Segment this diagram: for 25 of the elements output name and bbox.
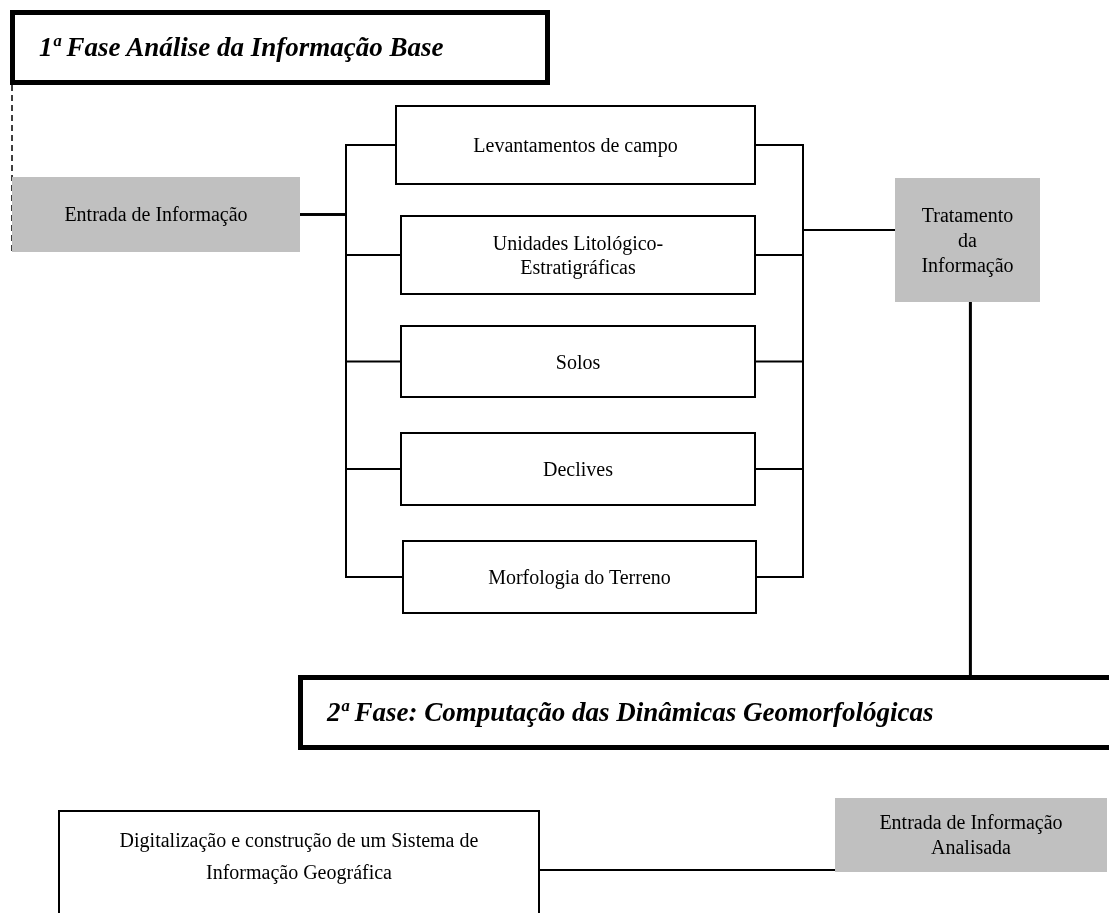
process-box [58, 810, 540, 913]
shaded-box [895, 178, 1040, 302]
box-label: 1ª Fase Análise da Informação Base [39, 31, 444, 65]
connector-line [299, 213, 403, 578]
shaded-box [835, 798, 1107, 872]
box-label: Entrada de Informação [64, 202, 248, 227]
box-label: Solos [555, 349, 601, 375]
shaded-box [12, 177, 300, 252]
process-box [395, 105, 756, 185]
box-label: Levantamentos de campo [473, 133, 678, 159]
process-box [402, 540, 757, 614]
connector-line [539, 869, 836, 871]
box-label: Tratamento da Informação [920, 202, 1015, 278]
box-label: Morfologia do Terreno [488, 565, 671, 591]
box-label: Declives [543, 457, 613, 482]
box-label: Digitalização e construção de um Sistema de Informação Geográfica [119, 828, 479, 886]
box-label: 2ª Fase: Computação das Dinâmicas Geomorfológicas [327, 696, 934, 730]
process-box [400, 432, 756, 506]
process-box [400, 215, 756, 295]
box-label: Entrada de Informação Analisada [878, 810, 1064, 860]
process-box [400, 325, 756, 398]
box-label: Unidades Litológico- Estratigráficas [491, 231, 665, 279]
connector-line [968, 302, 972, 675]
phase-title-box [298, 675, 1109, 750]
phase-title-box [10, 10, 550, 85]
